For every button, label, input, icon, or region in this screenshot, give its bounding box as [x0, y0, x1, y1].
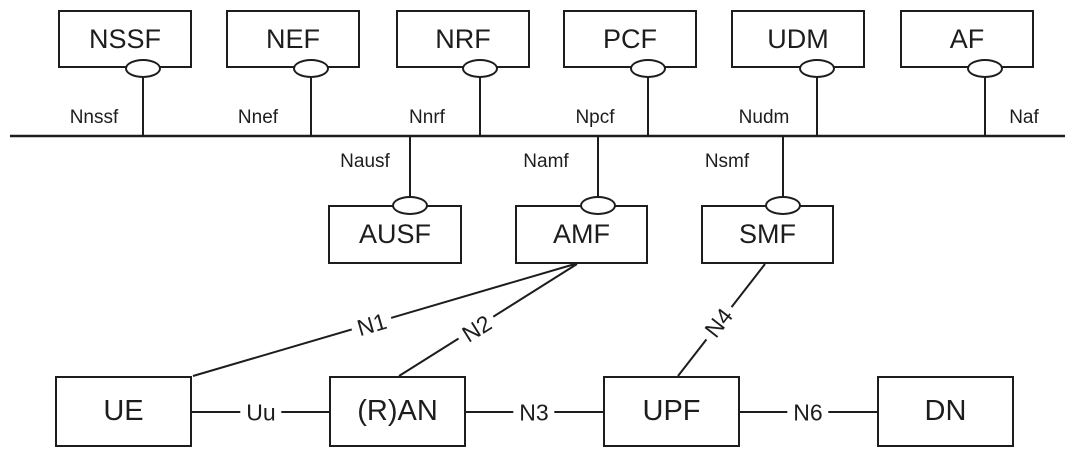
smf-label: SMF: [739, 219, 796, 249]
dn-label: DN: [924, 395, 967, 427]
nrf-sbi-connector-oval: [462, 59, 498, 78]
nef-label: NEF: [266, 23, 320, 54]
pcf-label: PCF: [603, 23, 657, 54]
namf-interface-label: Namf: [523, 151, 569, 172]
nssf-sbi-connector-oval: [125, 59, 161, 78]
nnef-interface-label: Nnef: [237, 107, 279, 128]
smf-sbi-connector-oval: [765, 196, 801, 215]
af-sbi-connector-oval: [967, 59, 1003, 78]
n3-link-label: N3: [513, 399, 555, 427]
ran-label: (R)AN: [357, 395, 438, 427]
af-label: AF: [949, 23, 985, 54]
nssf-box: NSSF: [58, 10, 192, 68]
naf-interface-label: Naf: [1009, 107, 1039, 128]
amf-sbi-connector-oval: [580, 196, 616, 215]
ausf-sbi-connector-oval: [392, 196, 428, 215]
ausf-box: AUSF: [328, 205, 462, 264]
udm-label: UDM: [767, 23, 829, 54]
nnssf-interface-label: Nnssf: [69, 107, 119, 128]
ue-label: UE: [103, 395, 144, 427]
npcf-interface-label: Npcf: [575, 107, 615, 128]
udm-sbi-connector-oval: [799, 59, 835, 78]
amf-label: AMF: [553, 219, 610, 249]
nsmf-interface-label: Nsmf: [704, 151, 750, 172]
ran-box: (R)AN: [329, 376, 466, 447]
nnrf-interface-label: Nnrf: [409, 107, 445, 128]
udm-box: UDM: [731, 10, 865, 68]
n6-link-label: N6: [787, 399, 829, 427]
nrf-box: NRF: [396, 10, 530, 68]
nudm-interface-label: Nudm: [738, 107, 790, 128]
nef-box: NEF: [226, 10, 360, 68]
nef-sbi-connector-oval: [293, 59, 329, 78]
uu-link-label: Uu: [240, 399, 282, 427]
amf-box: AMF: [515, 205, 648, 264]
upf-box: UPF: [603, 376, 740, 447]
af-box: AF: [900, 10, 1034, 68]
nssf-label: NSSF: [88, 23, 161, 54]
nausf-interface-label: Nausf: [340, 151, 390, 172]
ausf-label: AUSF: [358, 219, 431, 249]
upf-label: UPF: [642, 395, 701, 427]
smf-box: SMF: [701, 205, 834, 264]
ue-box: UE: [55, 376, 192, 447]
pcf-box: PCF: [563, 10, 697, 68]
pcf-sbi-connector-oval: [630, 59, 666, 78]
nrf-label: NRF: [435, 23, 491, 54]
dn-box: DN: [877, 376, 1014, 447]
